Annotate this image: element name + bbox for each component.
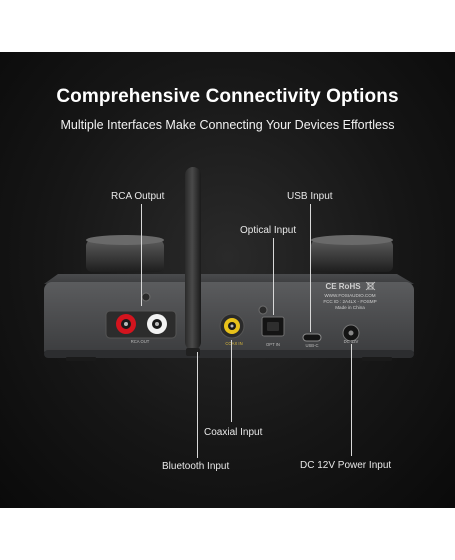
usb-input-label: USB Input [287, 191, 333, 202]
amplifier-illustration [44, 167, 414, 361]
coax-in-label: COAX IN [225, 341, 243, 346]
device-top-surface [44, 274, 414, 284]
usb-c-label: USB-C [305, 343, 319, 348]
ce-rohs-mark: CE RoHS [325, 282, 361, 291]
left-volume-knob [86, 235, 164, 272]
rca-output-port [105, 310, 177, 339]
opt-in-label: OPT IN [266, 342, 280, 347]
dc-power-input-label: DC 12V Power Input [300, 460, 392, 471]
page-subtitle: Multiple Interfaces Make Connecting Your… [60, 118, 395, 132]
rca-output-label: RCA Output [111, 191, 165, 202]
rca-callout-line [141, 204, 142, 306]
optical-input-label: Optical Input [240, 225, 297, 236]
dark-product-panel: Comprehensive Connectivity Options Multi… [0, 52, 455, 508]
weee-bin-icon [365, 281, 376, 291]
optical-callout-line [273, 238, 274, 315]
made-in-text: Made in China [335, 305, 365, 310]
fcc-id-text: FCC ID : 2A4LX - FOSMP [323, 299, 377, 304]
coaxial-input-port [219, 313, 245, 339]
usb-c-input-port [302, 333, 322, 342]
rca-out-label: RCA OUT [130, 339, 150, 344]
bluetooth-input-label: Bluetooth Input [162, 461, 230, 472]
right-volume-knob [311, 235, 393, 272]
coaxial-input-label: Coaxial Input [204, 427, 263, 438]
page-title: Comprehensive Connectivity Options [56, 86, 399, 107]
website-text: WWW.FOSIAUDIO.COM [324, 293, 376, 298]
usb-callout-line [310, 204, 311, 332]
dc-callout-line [351, 344, 352, 456]
dc-12v-label: DC 12V [343, 339, 359, 344]
bluetooth-callout-line [197, 352, 198, 458]
dc-power-port [342, 324, 360, 342]
coaxial-callout-line [231, 340, 232, 422]
bluetooth-antenna [185, 167, 201, 356]
optical-input-port [261, 316, 285, 337]
